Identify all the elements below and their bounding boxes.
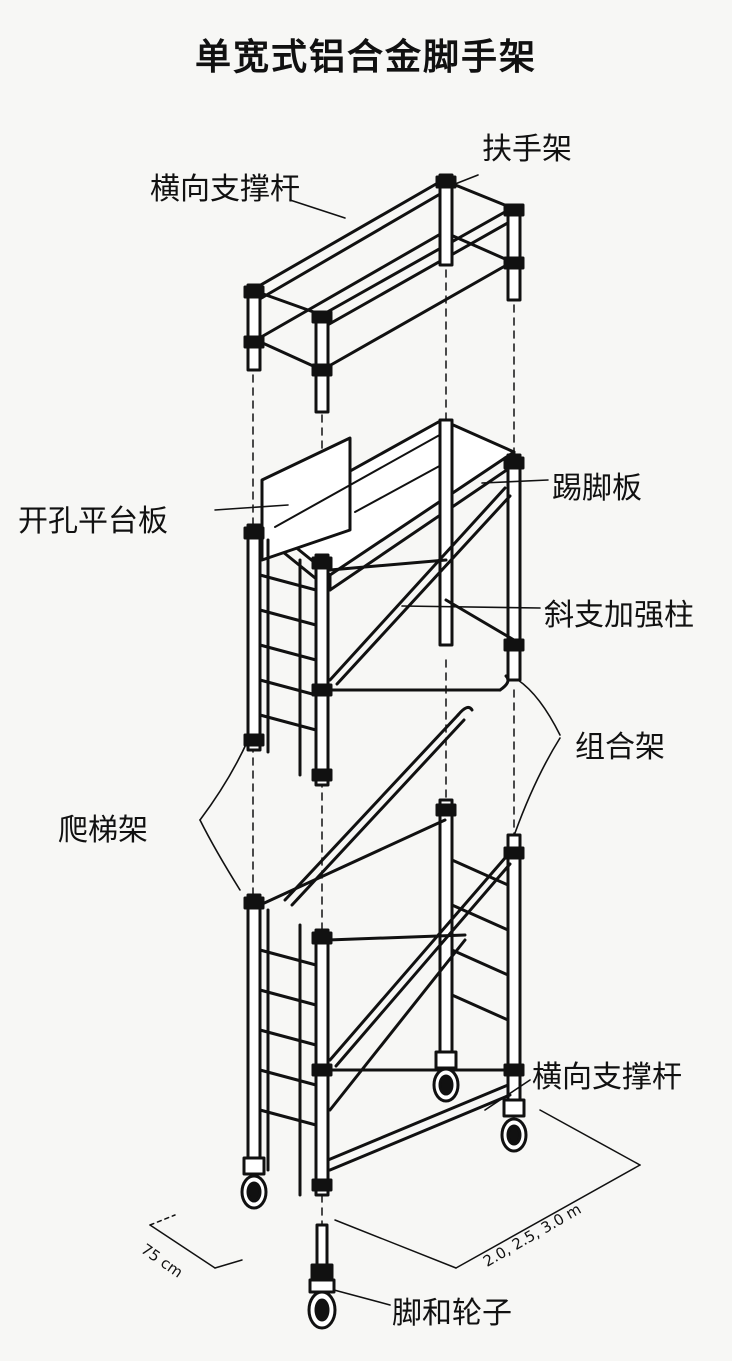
page-title: 单宽式铝合金脚手架 xyxy=(194,37,537,78)
platform-section-part xyxy=(243,418,525,787)
loose-caster-wheel xyxy=(307,1223,337,1330)
label-caster-wheel: 脚和轮子 xyxy=(392,1296,512,1331)
label-handrail-frame: 扶手架 xyxy=(482,132,572,167)
label-cross-brace-top: 横向支撑杆 xyxy=(150,172,300,207)
assembly-guides xyxy=(252,269,515,1226)
handrail-frame-part xyxy=(243,173,525,414)
label-cross-brace-bottom: 横向支撑杆 xyxy=(532,1060,682,1095)
dimension-lines xyxy=(149,1109,641,1269)
label-toe-board: 踢脚板 xyxy=(552,471,642,506)
label-combination-frame: 组合架 xyxy=(575,730,665,765)
label-trapdoor-platform: 开孔平台板 xyxy=(18,504,168,539)
leader-lines xyxy=(199,174,561,1306)
loose-diagonal-brace xyxy=(283,705,474,907)
label-ladder-frame: 爬梯架 xyxy=(58,813,148,848)
label-diagonal-brace: 斜支加强柱 xyxy=(544,598,694,633)
base-section-part xyxy=(240,798,528,1210)
